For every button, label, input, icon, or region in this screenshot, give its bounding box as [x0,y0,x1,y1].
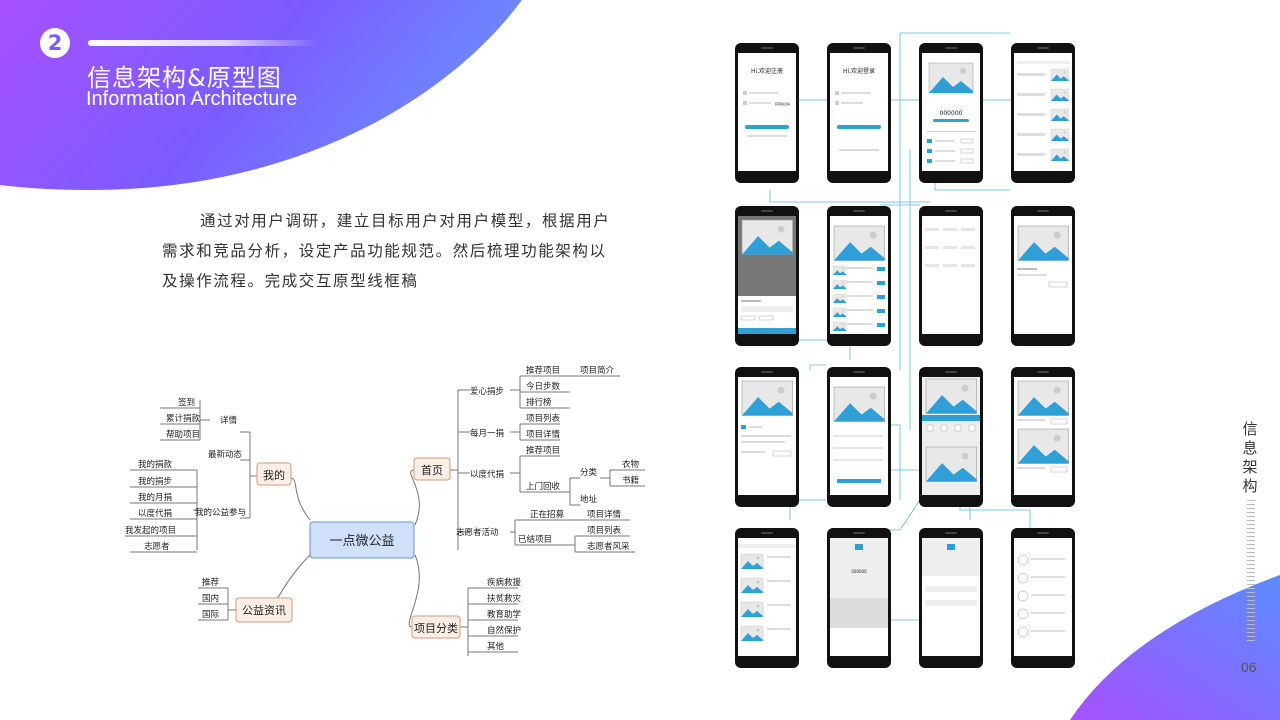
mm-node: 推荐 [202,577,220,588]
mm-node: 以度代捐 [138,508,172,519]
mm-node: 衣物 [622,459,640,470]
mm-node: 已结项目 [518,534,552,545]
page-number: 06 [1241,659,1257,675]
proto-register-title: Hi,欢迎注册 [751,67,783,75]
page-title: 信息架构&原型图 [87,64,282,92]
mm-node: 详情 [220,415,238,426]
mm-node: 爱心捐步 [470,386,504,397]
mm-node: 教育助学 [487,609,522,620]
proto-text: 获取验证码 [775,101,790,106]
mm-node: 国际 [202,610,220,620]
corner-gradient-blob [1070,575,1280,720]
mm-node: 项目详情 [526,429,561,440]
mind-map: 一点微公益 我的 公益资讯 首页 项目分类 详情 最新动态 我的公益参与 签到 … [125,365,645,656]
mm-node: 正在招募 [530,509,565,520]
mm-node: 项目列表 [587,525,622,536]
title-underline [88,40,318,46]
mm-node: 我的月捐 [138,492,172,503]
prototype-wireframes: Hi,欢迎注册 获取验证码 Hi,欢迎登录 000000 [735,32,1075,668]
mm-node: 地址 [580,494,598,505]
mm-node: 志愿者活动 [456,527,499,538]
mm-node: 疾病救援 [487,577,522,588]
mind-map-root: 一点微公益 [329,534,394,549]
branch-news: 公益资讯 [242,603,286,617]
mm-node: 我的捐步 [138,476,172,487]
mm-node: 我的公益参与 [195,507,246,518]
proto-text: 000000 [851,569,867,574]
mm-node: 以度代捐 [470,469,504,480]
mm-node: 国内 [202,593,219,604]
mm-node: 其他 [487,641,505,652]
proto-steps: 000000 [940,110,963,117]
mm-node: 分类 [580,467,598,478]
proto-login-title: Hi,欢迎登录 [843,67,875,75]
branch-home: 首页 [421,463,443,477]
mm-node: 志愿者 [144,541,170,552]
mm-node: 我发起的项目 [125,525,176,536]
mm-node: 最新动态 [208,449,243,460]
mm-node: 签到 [178,397,195,408]
branch-category: 项目分类 [414,621,458,635]
mm-node: 志愿者风采 [587,541,630,552]
side-section-label: 信息架构 [1242,420,1258,495]
mm-node: 排行榜 [526,397,552,408]
side-decoration [1247,500,1255,642]
mm-node: 推荐项目 [526,445,560,456]
branch-mine: 我的 [263,468,285,482]
mm-node: 项目简介 [580,365,615,376]
mm-node: 扶贫救灾 [487,593,522,604]
mm-node: 项目详情 [587,509,622,520]
mm-node: 今日步数 [526,381,561,392]
mm-node: 推荐项目 [526,365,560,376]
page-subtitle: Information Architecture [86,88,298,110]
mm-node: 帮助项目 [166,429,200,440]
section-number-badge: 2 [40,28,70,58]
mm-node: 累计捐款 [166,413,201,424]
mm-node: 书籍 [622,475,639,486]
mm-node: 我的捐款 [138,459,173,470]
mm-node: 项目列表 [526,413,561,424]
intro-paragraph: 通过对用户调研，建立目标用户对用户模型，根据用户需求和竞品分析，设定产品功能规范… [162,212,611,290]
mm-node: 自然保护 [487,625,521,636]
mm-node: 每月一捐 [470,428,504,439]
header-gradient-blob [0,0,522,190]
mm-node: 上门回收 [526,481,561,492]
